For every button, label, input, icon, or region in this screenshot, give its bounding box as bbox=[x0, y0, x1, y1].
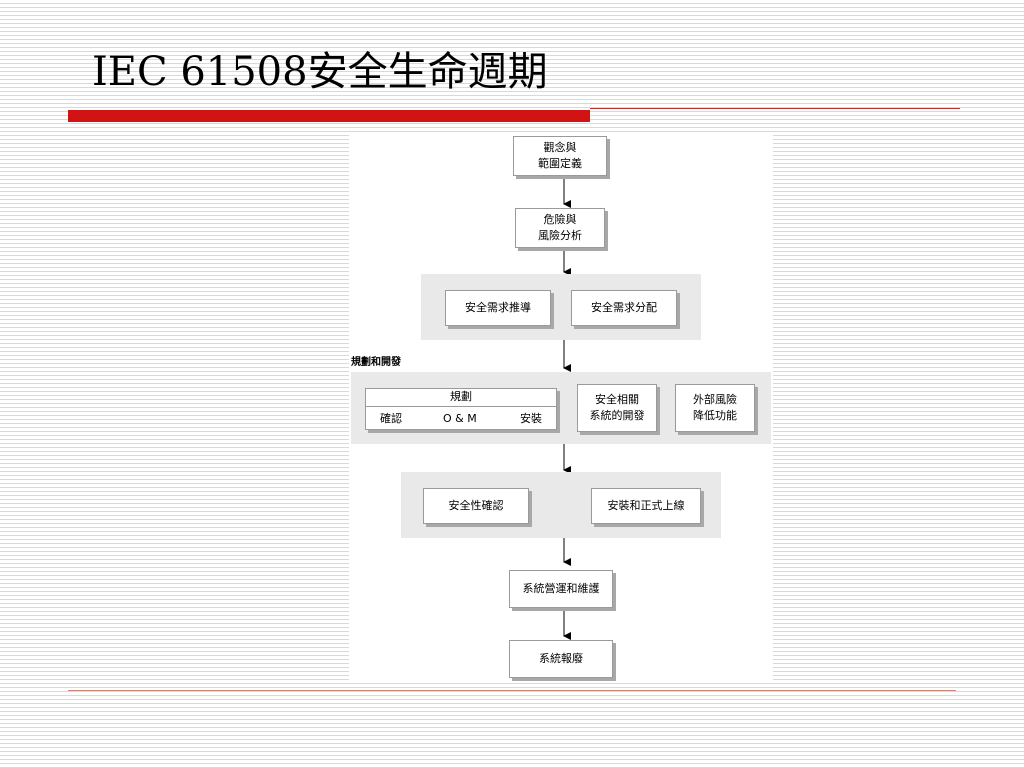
planning-title: 規劃 bbox=[366, 389, 556, 407]
safety-systems-line-1: 安全相關 bbox=[595, 393, 639, 406]
planning-development-label: 規劃和開發 bbox=[351, 357, 401, 368]
external-risk-line-2: 降低功能 bbox=[693, 409, 737, 422]
safety-lifecycle-diagram: 觀念與 範圍定義 危險與 風險分析 安全需求推導 安全需求分配 規劃和開發 規劃… bbox=[349, 132, 773, 680]
operation-maintenance-box: 系統營運和維護 bbox=[509, 570, 613, 608]
title-underline-rule bbox=[590, 108, 960, 109]
concept-scope-box: 觀念與 範圍定義 bbox=[513, 136, 607, 176]
planning-box: 規劃 確認 O & M 安裝 bbox=[365, 388, 557, 430]
decommission-box: 系統報廢 bbox=[509, 640, 613, 678]
external-risk-box: 外部風險 降低功能 bbox=[675, 384, 755, 432]
slide-title: IEC 61508安全生命週期 bbox=[92, 49, 548, 95]
title-underline-bar bbox=[68, 110, 590, 122]
requirement-allocation-label: 安全需求分配 bbox=[591, 301, 657, 314]
install-commission-box: 安裝和正式上線 bbox=[591, 488, 701, 524]
decommission-label: 系統報廢 bbox=[539, 652, 583, 665]
safety-validation-label: 安全性確認 bbox=[448, 499, 504, 512]
requirement-derivation-box: 安全需求推導 bbox=[445, 290, 551, 326]
hazard-risk-box: 危險與 風險分析 bbox=[515, 208, 605, 248]
hazard-line-2: 風險分析 bbox=[538, 229, 582, 242]
planning-om: O & M bbox=[443, 412, 477, 425]
footer-rule bbox=[68, 690, 956, 691]
planning-installation: 安裝 bbox=[520, 412, 542, 425]
install-commission-label: 安裝和正式上線 bbox=[607, 499, 685, 512]
operation-maintenance-label: 系統營運和維護 bbox=[522, 582, 600, 595]
safety-systems-line-2: 系統的開發 bbox=[589, 409, 645, 422]
external-risk-line-1: 外部風險 bbox=[693, 393, 737, 406]
safety-systems-box: 安全相關 系統的開發 bbox=[577, 384, 657, 432]
requirement-derivation-label: 安全需求推導 bbox=[465, 301, 531, 314]
hazard-line-1: 危險與 bbox=[543, 213, 577, 226]
safety-validation-box: 安全性確認 bbox=[423, 488, 529, 524]
requirement-allocation-box: 安全需求分配 bbox=[571, 290, 677, 326]
concept-line-1: 觀念與 bbox=[543, 141, 577, 154]
planning-validation: 確認 bbox=[380, 412, 402, 425]
concept-line-2: 範圍定義 bbox=[538, 157, 582, 170]
